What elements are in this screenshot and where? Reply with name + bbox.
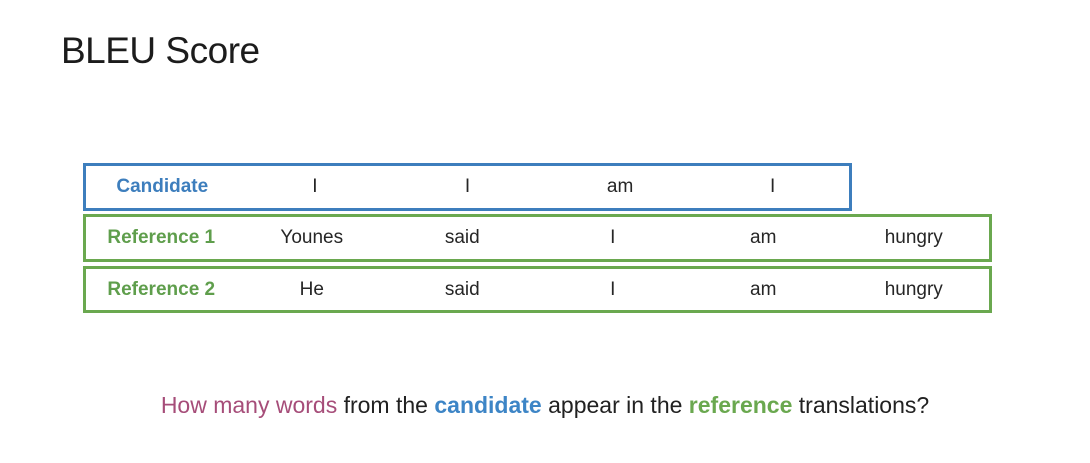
question-from-the: from the [337,392,435,418]
reference-1-word: am [750,227,777,248]
question-candidate-word: candidate [434,392,542,418]
reference-2-row: Reference 2 He said I am hungry [83,266,992,313]
reference-1-word: hungry [884,227,943,248]
candidate-row: Candidate I I am I [83,163,852,211]
reference-2-word: am [750,278,777,300]
reference-1-word: Younes [280,227,344,248]
question-how-many-words: How many words [160,392,338,418]
reference-1-row: Reference 1 Younes said I am hungry [83,214,992,262]
question-text: How many words from the candidate appear… [0,392,1090,419]
question-reference-word: reference [688,392,793,418]
candidate-word: am [606,176,634,197]
page-title: BLEU Score [61,30,260,71]
candidate-word: I [464,176,471,197]
reference-2-word: said [444,278,480,300]
reference-2-word: hungry [884,278,943,300]
reference-2-word: I [610,278,616,300]
candidate-word: I [312,176,318,197]
reference-1-word: said [444,227,480,248]
candidate-word: I [770,176,776,197]
candidate-row-label: Candidate [116,176,209,197]
reference-2-label: Reference 2 [107,278,216,300]
question-appear-in-the: appear in the [541,392,689,418]
reference-1-label: Reference 1 [107,227,216,248]
reference-1-word: I [610,227,616,248]
reference-2-word: He [299,278,324,300]
question-translations: translations? [792,392,930,418]
